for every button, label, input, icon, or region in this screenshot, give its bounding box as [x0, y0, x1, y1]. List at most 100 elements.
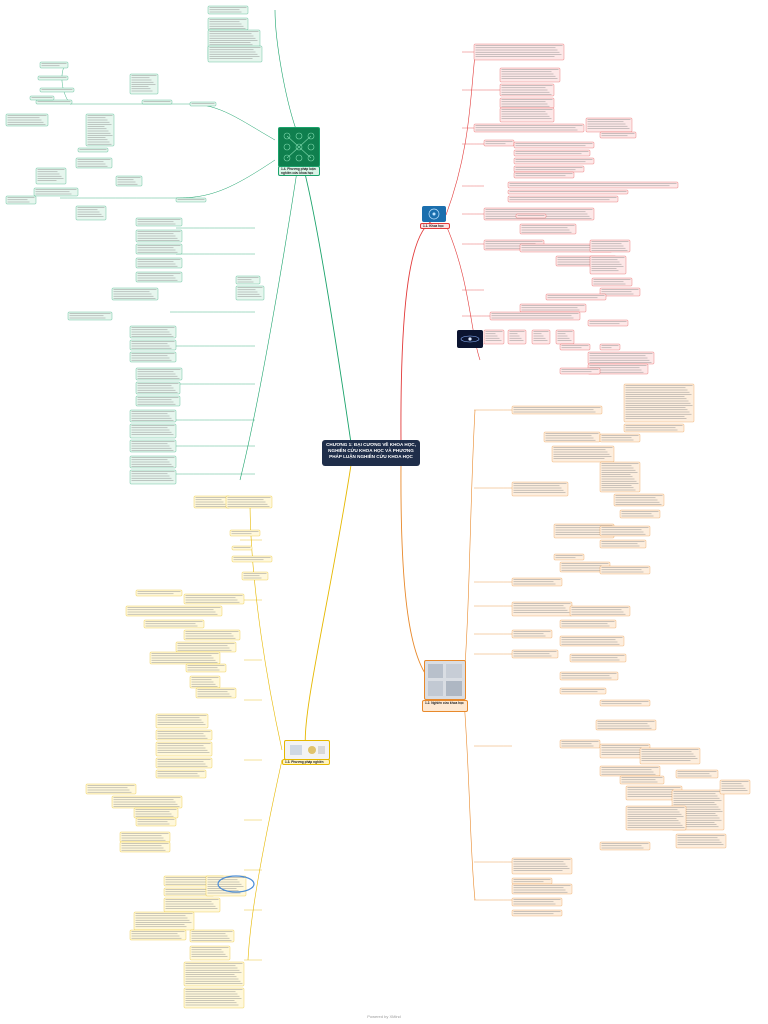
red-detail-node[interactable]	[513, 149, 591, 157]
orange-branch-title[interactable]: 1.2. Nghiên cứu khoa học	[422, 700, 468, 712]
red-detail-node[interactable]	[483, 139, 515, 147]
red-detail-node[interactable]	[599, 131, 637, 139]
red-detail-node[interactable]	[513, 171, 575, 179]
yellow-detail-node[interactable]	[85, 783, 137, 795]
yellow-detail-node[interactable]	[129, 929, 187, 941]
green-detail-node[interactable]	[39, 61, 69, 69]
green-detail-node[interactable]	[129, 423, 177, 439]
green-branch-title[interactable]: 1.4. Phương pháp luận nghiên cứu khoa họ…	[278, 166, 320, 176]
green-detail-node[interactable]	[135, 243, 183, 255]
yellow-detail-node[interactable]	[183, 629, 241, 641]
green-detail-node[interactable]	[39, 87, 75, 93]
green-detail-node[interactable]	[141, 99, 173, 105]
yellow-detail-node[interactable]	[155, 741, 213, 757]
science-icon	[428, 208, 440, 220]
red-detail-node[interactable]	[559, 367, 601, 375]
green-detail-node[interactable]	[115, 175, 143, 187]
red-detail-node[interactable]	[559, 343, 591, 351]
yellow-branch-title[interactable]: 1.3. Phương pháp nghiên cứu khoa học	[282, 759, 330, 765]
orange-branch-image	[424, 660, 466, 700]
research-cycle-diagram	[217, 875, 255, 893]
green-detail-node[interactable]	[129, 469, 177, 485]
green-detail-node[interactable]	[129, 351, 177, 363]
red-branch-title[interactable]: 1.1. Khoa học	[420, 223, 450, 229]
orange-detail-node[interactable]	[553, 553, 585, 561]
green-detail-node[interactable]	[35, 99, 73, 105]
red-branch-image	[422, 206, 446, 222]
orange-detail-node[interactable]	[599, 525, 651, 537]
orange-detail-node[interactable]	[559, 635, 625, 647]
green-detail-node[interactable]	[135, 271, 183, 283]
yellow-detail-node[interactable]	[119, 841, 171, 853]
red-detail-node[interactable]	[545, 293, 607, 301]
orange-detail-node[interactable]	[595, 719, 657, 731]
green-detail-node[interactable]	[175, 197, 207, 203]
orange-detail-node[interactable]	[511, 481, 569, 497]
orange-main-link	[400, 462, 445, 691]
red-detail-node[interactable]	[519, 223, 577, 235]
red-secondary-image	[457, 330, 483, 348]
green-detail-node[interactable]	[77, 147, 109, 153]
green-detail-node[interactable]	[189, 101, 217, 107]
yellow-detail-node[interactable]	[229, 529, 261, 537]
yellow-detail-node[interactable]	[155, 729, 213, 741]
yellow-detail-node[interactable]	[125, 605, 223, 617]
method-illustration-icon	[290, 745, 325, 755]
red-detail-node[interactable]	[483, 329, 505, 345]
red-detail-node[interactable]	[599, 343, 621, 351]
green-detail-node[interactable]	[135, 395, 181, 407]
yellow-detail-node[interactable]	[163, 897, 221, 913]
orange-detail-node[interactable]	[559, 687, 607, 695]
red-detail-node[interactable]	[515, 213, 547, 219]
red-detail-node[interactable]	[507, 181, 679, 189]
red-detail-node[interactable]	[589, 255, 627, 275]
yellow-detail-node[interactable]	[231, 545, 253, 551]
orange-detail-node[interactable]	[675, 833, 727, 849]
orange-detail-node[interactable]	[511, 909, 563, 917]
green-detail-node[interactable]	[135, 257, 183, 269]
yellow-detail-node[interactable]	[155, 757, 213, 769]
orange-detail-node[interactable]	[569, 605, 631, 617]
orange-detail-node[interactable]	[719, 779, 751, 795]
yellow-detail-node[interactable]	[135, 589, 183, 597]
red-detail-node[interactable]	[507, 195, 619, 203]
red-detail-node[interactable]	[499, 107, 555, 123]
green-sub-link	[175, 159, 276, 199]
yellow-branch-image	[284, 740, 330, 760]
red-trunk-up	[445, 54, 476, 216]
red-trunk-down	[445, 224, 481, 361]
yellow-trunk-down	[247, 759, 283, 961]
red-detail-node[interactable]	[587, 319, 629, 327]
red-detail-node[interactable]	[507, 189, 629, 195]
central-topic[interactable]: CHƯƠNG 1: ĐẠI CƯƠNG VỀ KHOA HỌC, NGHIÊN …	[322, 440, 420, 466]
green-detail-node[interactable]	[37, 75, 69, 81]
green-detail-node[interactable]	[75, 157, 113, 169]
red-detail-node[interactable]	[513, 157, 595, 165]
orange-detail-node[interactable]	[599, 699, 651, 707]
yellow-detail-node[interactable]	[133, 911, 195, 931]
orange-detail-node[interactable]	[511, 877, 553, 885]
red-detail-node[interactable]	[585, 117, 633, 133]
red-detail-node[interactable]	[507, 329, 527, 345]
green-detail-node[interactable]	[75, 205, 107, 221]
research-collage-icon	[428, 664, 462, 696]
yellow-detail-node[interactable]	[189, 945, 231, 961]
red-detail-node[interactable]	[513, 165, 585, 173]
red-detail-node[interactable]	[499, 67, 561, 83]
yellow-detail-node[interactable]	[231, 555, 273, 563]
green-detail-node[interactable]	[129, 339, 177, 351]
yellow-detail-node[interactable]	[183, 593, 245, 605]
red-detail-node[interactable]	[555, 329, 575, 345]
yellow-detail-node[interactable]	[155, 713, 209, 729]
branch-connectors	[60, 9, 512, 961]
yellow-detail-node[interactable]	[195, 687, 237, 699]
orange-detail-node[interactable]	[511, 883, 573, 895]
red-detail-node[interactable]	[531, 329, 551, 345]
red-detail-node[interactable]	[513, 141, 595, 149]
green-detail-node[interactable]	[85, 113, 115, 147]
green-detail-node[interactable]	[29, 95, 55, 101]
green-trunk-down	[239, 164, 299, 481]
orange-detail-node[interactable]	[511, 601, 573, 617]
green-detail-node[interactable]	[235, 285, 265, 301]
